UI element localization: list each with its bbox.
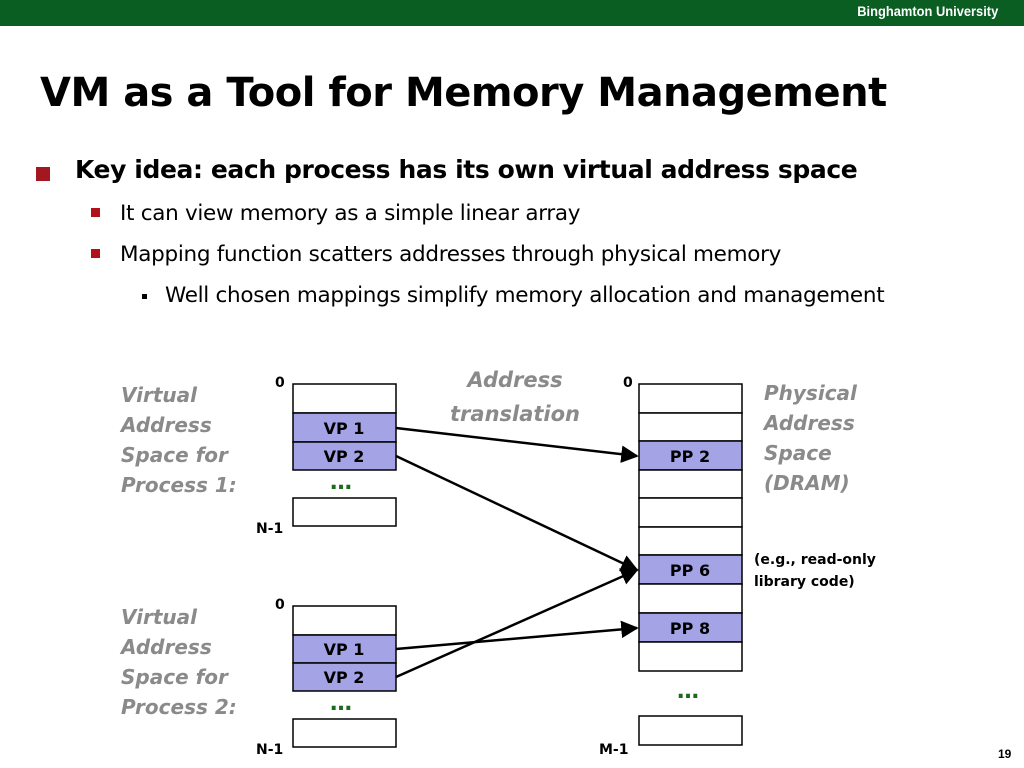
- bullet-marker: [142, 294, 147, 299]
- university-name: Binghamton University: [857, 3, 998, 19]
- bullet-marker: [91, 249, 100, 258]
- vas2-n-minus-1-label: N-1: [256, 742, 284, 758]
- vas1-vp2-label: VP 2: [324, 447, 365, 466]
- vas2-ellipsis: …: [330, 691, 352, 716]
- page-number: 19: [998, 747, 1012, 761]
- pas-cell-last: [638, 715, 743, 746]
- vas2: VP 1 VP 2 …: [292, 605, 397, 748]
- arrow-vas2-vp1-to-pp8: [395, 620, 639, 651]
- pas-cell: [638, 641, 743, 672]
- pas-cell-pp8: [638, 612, 743, 643]
- header-bar: Binghamton University: [0, 0, 1024, 26]
- vas1-label: Virtual Address Space for Process 1:: [121, 383, 237, 497]
- vas1-cell-vp2: [292, 441, 397, 471]
- pas-label: Physical Address Space (DRAM): [764, 381, 857, 495]
- bullet-linear-array: It can view memory as a simple linear ar…: [120, 201, 581, 226]
- bullet-mapping-function: Mapping function scatters addresses thro…: [120, 242, 782, 267]
- vas1-n-minus-1-label: N-1: [256, 521, 284, 537]
- pas-ellipsis: …: [677, 679, 699, 704]
- bullet-well-chosen: Well chosen mappings simplify memory all…: [165, 283, 885, 308]
- slide-title: VM as a Tool for Memory Management: [40, 70, 887, 116]
- pp8-label: PP 8: [670, 619, 710, 638]
- pas-cell: [638, 497, 743, 528]
- vas1-ellipsis: …: [330, 470, 352, 495]
- pas: PP 2 PP 6 PP 8 …: [638, 383, 743, 746]
- vas1: VP 1 VP 2 …: [292, 383, 397, 527]
- pas-cell: [638, 469, 743, 499]
- arrow-vas2-vp2-to-pp6: [395, 568, 639, 679]
- vas2-vp1-label: VP 1: [324, 640, 365, 659]
- bullet-marker: [91, 208, 100, 217]
- vas2-label: Virtual Address Space for Process 2:: [121, 605, 237, 719]
- pas-zero-label: 0: [623, 375, 633, 391]
- pp6-label: PP 6: [670, 561, 710, 580]
- vas2-cell-vp1: [292, 634, 397, 664]
- vas1-cell-empty: [292, 383, 397, 414]
- readonly-note: (e.g., read-only library code): [754, 552, 876, 590]
- pp2-label: PP 2: [670, 447, 710, 466]
- bullet-key-idea: Key idea: each process has its own virtu…: [75, 155, 858, 184]
- translation-label: Address translation: [450, 368, 580, 426]
- pas-cell-pp6: [638, 554, 743, 585]
- pas-cell-pp2: [638, 440, 743, 471]
- pas-m-minus-1-label: M-1: [599, 742, 629, 758]
- pas-cell: [638, 583, 743, 614]
- vas2-zero-label: 0: [275, 597, 285, 613]
- vas2-cell-last: [292, 718, 397, 748]
- arrow-vas1-vp2-to-pp6: [395, 454, 639, 572]
- pas-cell: [638, 526, 743, 556]
- arrow-vas1-vp1-to-pp2: [395, 426, 639, 463]
- vas2-vp2-label: VP 2: [324, 668, 365, 687]
- bullet-marker: [36, 167, 50, 181]
- pas-cell: [638, 412, 743, 442]
- vas1-vp1-label: VP 1: [324, 419, 365, 438]
- pas-cell: [638, 383, 743, 414]
- vas1-zero-label: 0: [275, 375, 285, 391]
- vas1-cell-last: [292, 497, 397, 527]
- vas2-cell-empty: [292, 605, 397, 636]
